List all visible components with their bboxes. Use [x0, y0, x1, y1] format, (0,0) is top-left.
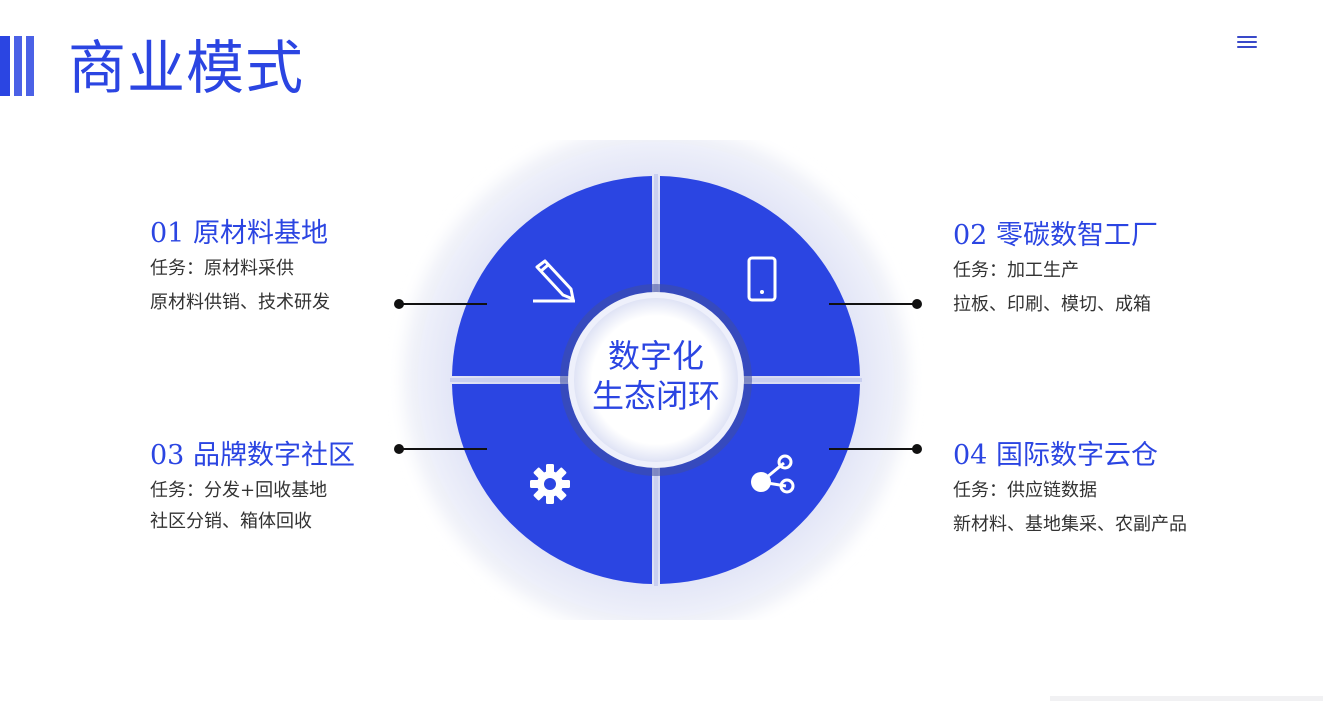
title-accent-bars	[0, 36, 40, 96]
block-title: 01 原材料基地	[150, 218, 328, 249]
connector-01	[394, 299, 487, 309]
block-04-cloud-warehouse: 04 国际数字云仓 任务：供应链数据 新材料、基地集采、农副产品	[953, 438, 1187, 542]
center-label: 数字化 生态闭环	[552, 336, 760, 416]
block-02-zero-carbon-factory: 02 零碳数智工厂 任务：加工生产 拉板、印刷、模切、成箱	[953, 218, 1158, 322]
block-detail: 新材料、基地集采、农副产品	[953, 514, 1187, 535]
share-network-icon	[751, 454, 795, 494]
block-title: 04 国际数字云仓	[953, 440, 1158, 471]
connector-02	[829, 299, 922, 309]
block-title: 03 品牌数字社区	[150, 440, 355, 471]
ecosystem-diagram: 数字化 生态闭环	[388, 140, 924, 620]
block-task: 任务：分发+回收基地	[150, 480, 328, 501]
hub-center	[574, 298, 738, 462]
pencil-icon	[533, 259, 575, 303]
hamburger-menu-icon	[1237, 36, 1257, 38]
page-title: 商业模式	[68, 34, 305, 102]
connector-03	[394, 444, 487, 454]
center-label-line2: 生态闭环	[591, 377, 720, 415]
menu-button[interactable]	[1234, 32, 1260, 52]
block-01-raw-material-base: 01 原材料基地 任务：原材料采供 原材料供销、技术研发	[150, 216, 330, 320]
block-detail: 原材料供销、技术研发	[150, 292, 330, 313]
bottom-edge-strip	[1050, 696, 1323, 701]
block-title: 02 零碳数智工厂	[953, 220, 1158, 251]
block-task: 任务：供应链数据	[953, 480, 1097, 501]
block-detail: 社区分销、箱体回收	[150, 511, 312, 532]
center-label-line1: 数字化	[607, 337, 704, 375]
block-task: 任务：加工生产	[953, 260, 1079, 281]
connector-04	[829, 444, 922, 454]
smartphone-icon	[747, 256, 777, 302]
block-task: 任务：原材料采供	[150, 258, 294, 279]
gear-icon	[530, 464, 570, 504]
block-detail: 拉板、印刷、模切、成箱	[953, 294, 1151, 315]
block-03-brand-community: 03 品牌数字社区 任务：分发+回收基地 社区分销、箱体回收	[150, 438, 355, 536]
